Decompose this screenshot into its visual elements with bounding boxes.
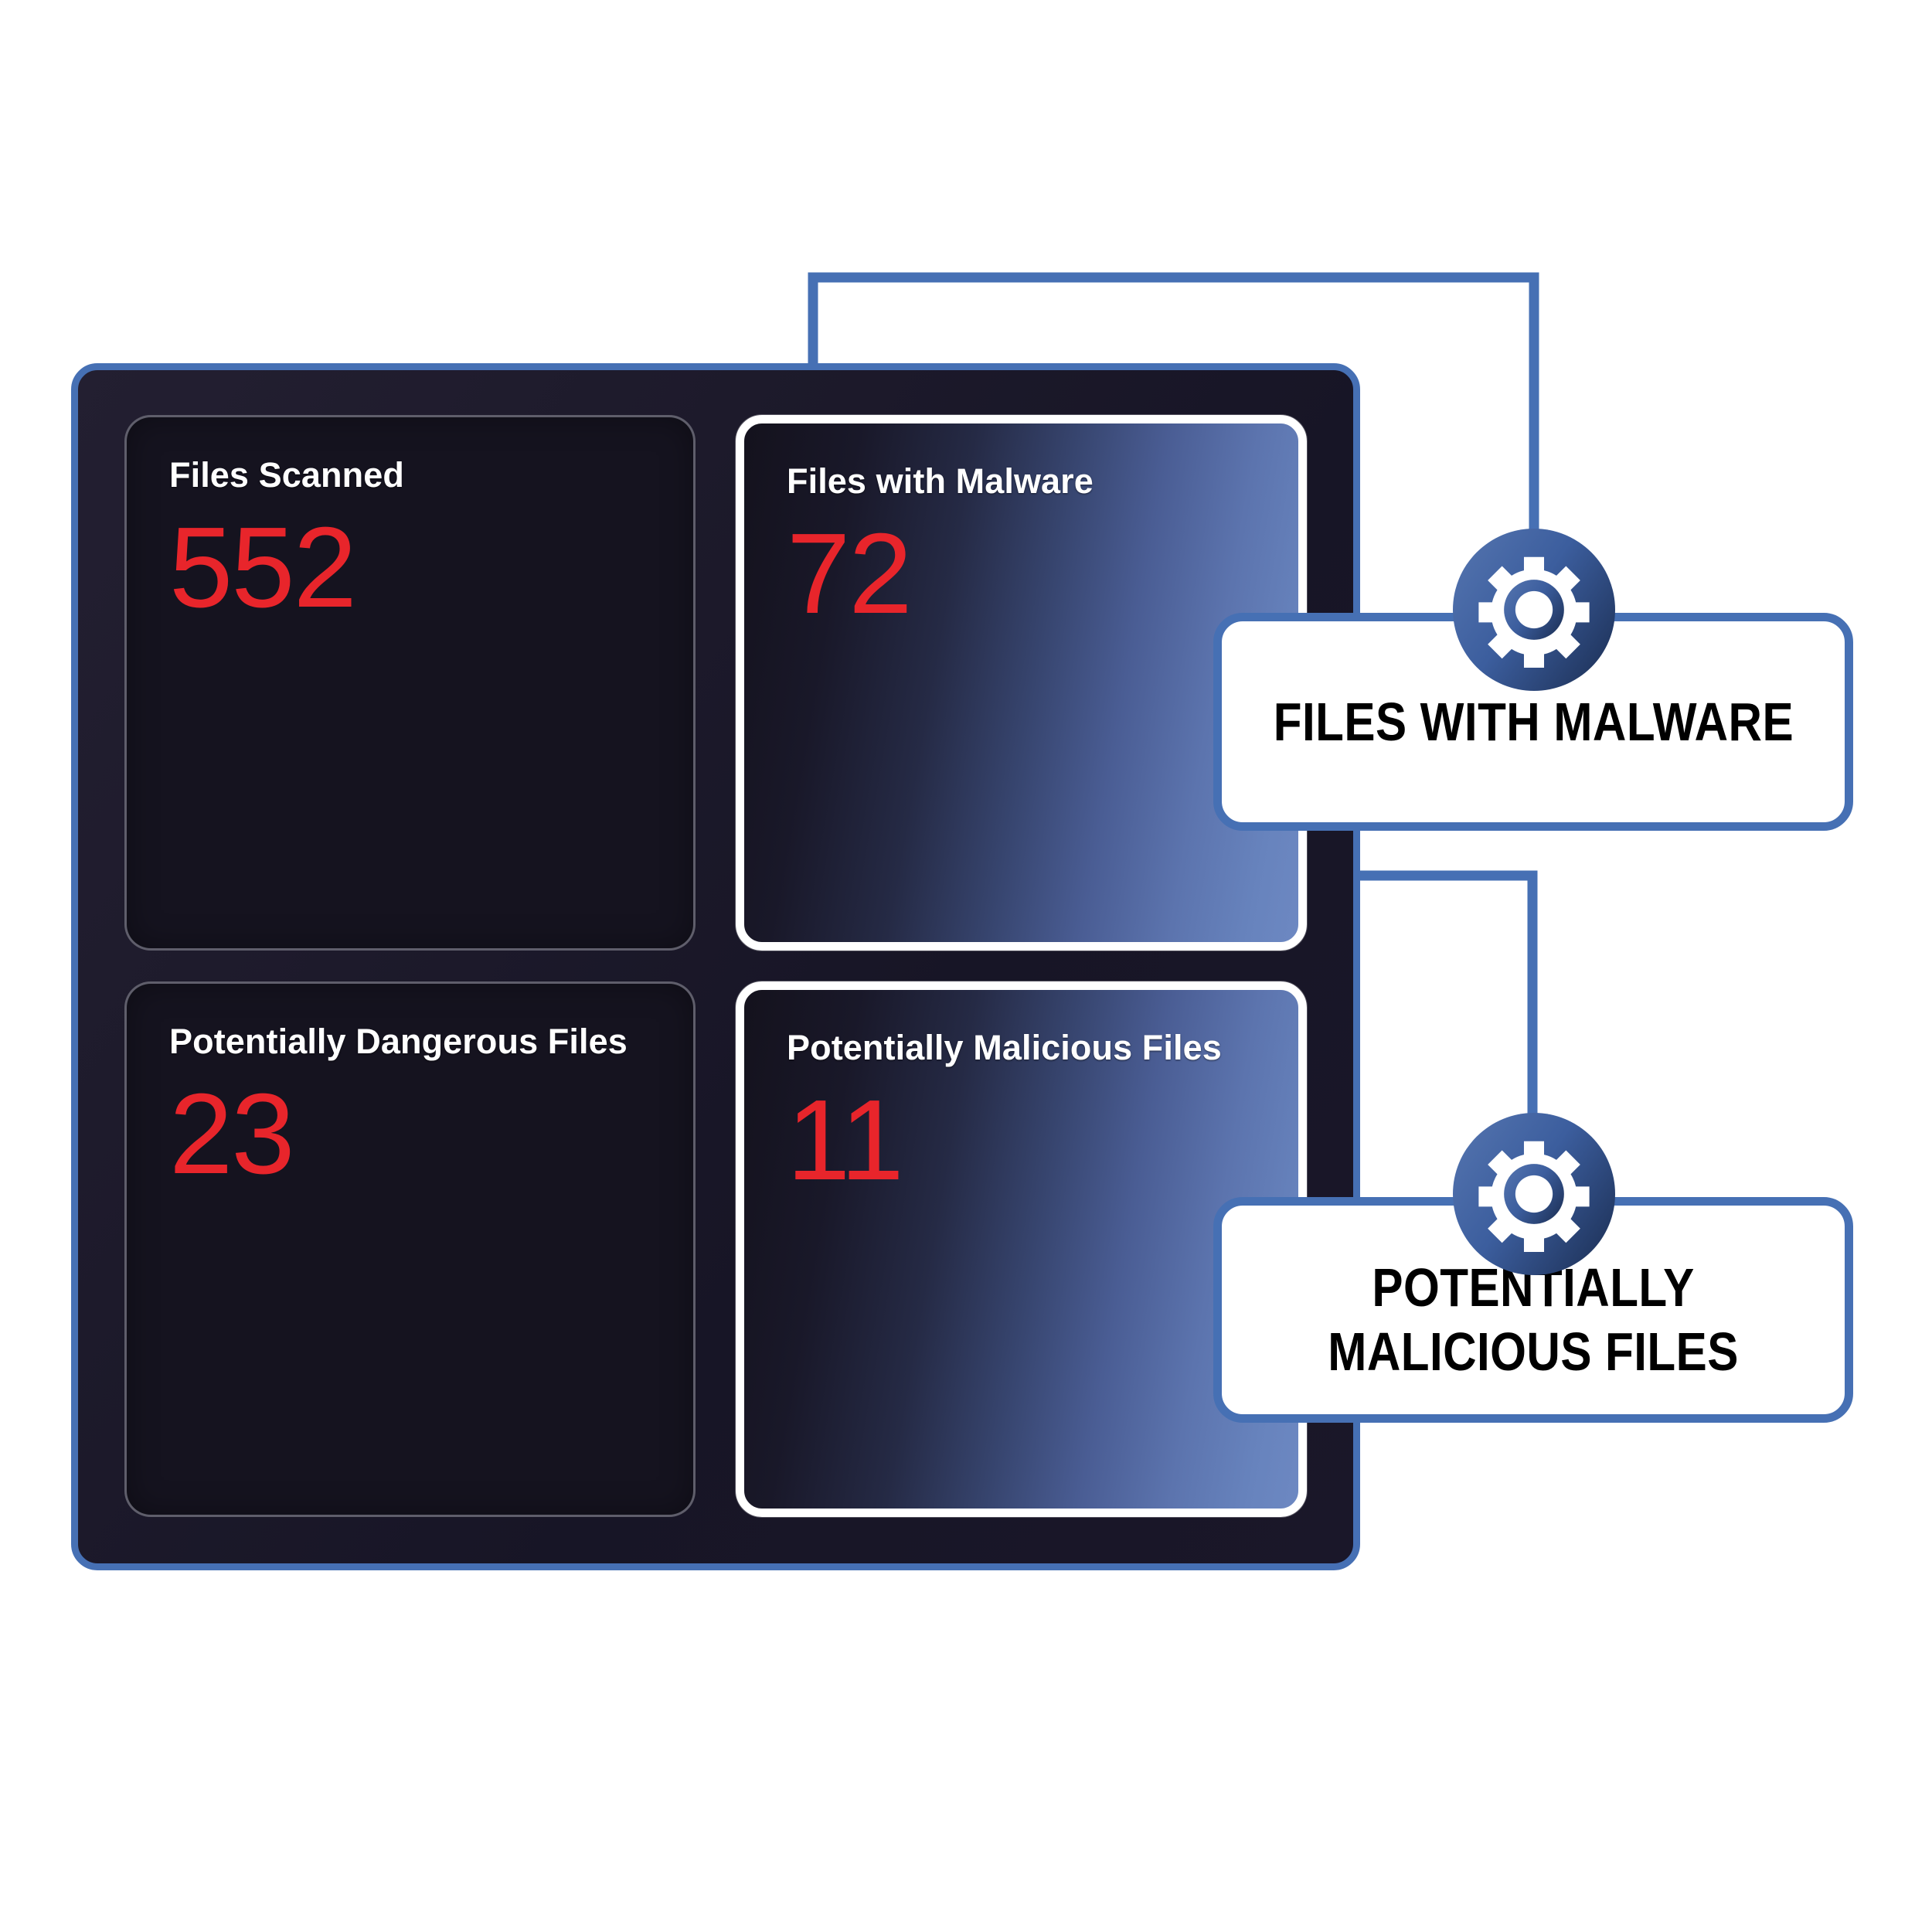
stat-card-title: Files with Malware: [787, 461, 1094, 501]
stat-card-grid: Files Scanned 552 Files with Malware 72 …: [78, 370, 1353, 1563]
stat-card-files-scanned[interactable]: Files Scanned 552: [124, 415, 696, 951]
stat-card-value: 72: [787, 510, 913, 638]
malware-scan-summary-panel: Files Scanned 552 Files with Malware 72 …: [71, 363, 1360, 1570]
gear-icon: [1453, 1113, 1615, 1275]
stat-card-potentially-dangerous-files[interactable]: Potentially Dangerous Files 23: [124, 981, 696, 1517]
stat-card-value: 11: [787, 1077, 904, 1204]
stat-card-title: Files Scanned: [169, 455, 404, 495]
stat-card-title: Potentially Dangerous Files: [169, 1022, 628, 1061]
callout-label: POTENTIALLY MALICIOUS FILES: [1328, 1257, 1739, 1382]
stat-card-title: Potentially Malicious Files: [787, 1028, 1222, 1067]
callout-label: FILES WITH MALWARE: [1273, 691, 1794, 752]
stat-card-value: 23: [169, 1070, 295, 1198]
stat-card-value: 552: [169, 504, 357, 631]
gear-icon: [1453, 529, 1615, 691]
callout-files-with-malware[interactable]: FILES WITH MALWARE: [1213, 613, 1853, 831]
stat-card-potentially-malicious-files[interactable]: Potentially Malicious Files 11: [736, 981, 1307, 1517]
